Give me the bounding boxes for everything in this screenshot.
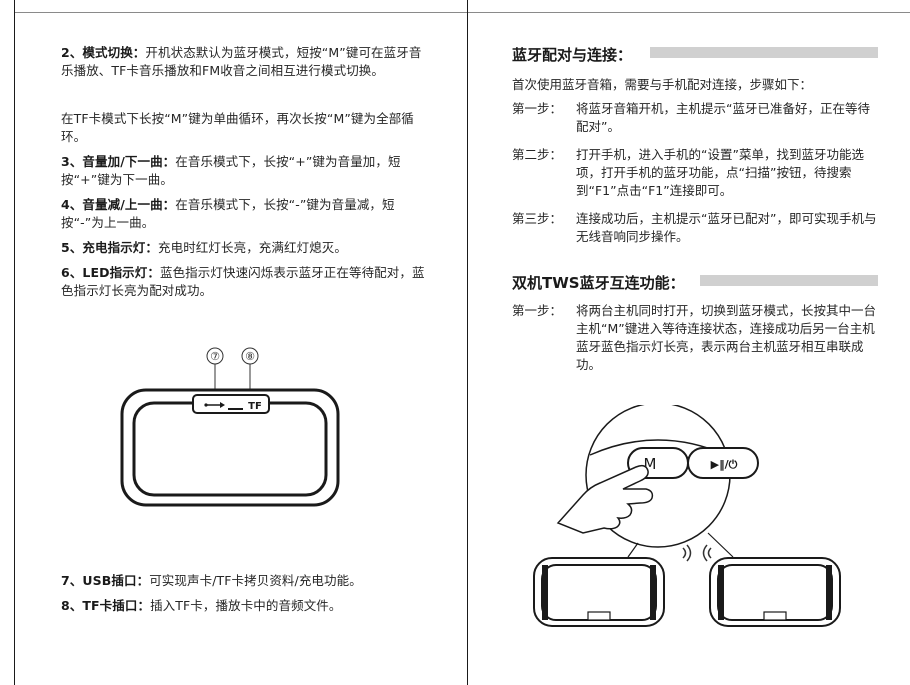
tws-heading-bar — [700, 275, 878, 286]
top-rule — [14, 12, 910, 13]
step-text: 打开手机，进入手机的“设置”菜单，找到蓝牙功能选项，打开手机的蓝牙功能，点“扫描… — [576, 147, 864, 198]
led-indicator-item: 6、LED指示灯：蓝色指示灯快速闪烁表示蓝牙正在等待配对，蓝色指示灯长亮为配对成… — [61, 264, 431, 300]
item-text: 在TF卡模式下长按“M”键为单曲循环，再次长按“M”键为全部循环。 — [61, 111, 414, 144]
play-power-button-label: ▶‖/⏻ — [711, 458, 738, 471]
left-page: 2、模式切换：开机状态默认为蓝牙模式，短按“M”键可在蓝牙音乐播放、TF卡音乐播… — [61, 44, 431, 615]
wireless-signal-icon — [682, 544, 712, 562]
item-title: 7、USB插口： — [61, 573, 150, 588]
tws-heading: 双机TWS蓝牙互连功能： — [512, 274, 685, 292]
usb-port-item: 7、USB插口：可实现声卡/TF卡拷贝资料/充电功能。 — [61, 572, 431, 590]
callout-7: ⑦ — [210, 350, 220, 363]
step-label: 第一步： — [512, 303, 563, 318]
loop-mode-item: 在TF卡模式下长按“M”键为单曲循环，再次长按“M”键为全部循环。 — [61, 110, 431, 146]
item-text: 可实现声卡/TF卡拷贝资料/充电功能。 — [149, 573, 362, 588]
item-title: 8、TF卡插口： — [61, 598, 151, 613]
step-label: 第一步： — [512, 101, 563, 116]
tws-step-1: 第一步： 将两台主机同时打开，切换到蓝牙模式，长按其中一台主机“M”键进入等待连… — [512, 302, 882, 374]
callout-8: ⑧ — [245, 350, 255, 363]
step-label: 第二步： — [512, 147, 563, 162]
pairing-heading-bar — [650, 47, 878, 58]
item-title: 5、充电指示灯： — [61, 240, 158, 255]
item-text: 开机状态默认为蓝牙模式，短按“M”键可在蓝牙音乐播放、TF卡音乐播放和FM收音之… — [61, 45, 422, 78]
step-text: 将两台主机同时打开，切换到蓝牙模式，长按其中一台主机“M”键进入等待连接状态，连… — [576, 303, 877, 372]
step-label: 第三步： — [512, 211, 563, 226]
volume-down-item: 4、音量减/上一曲：在音乐模式下，长按“-”键为音量减，短按“-”为上一曲。 — [61, 196, 431, 232]
pairing-step-1: 第一步： 将蓝牙音箱开机，主机提示“蓝牙已准备好，正在等待配对”。 — [512, 100, 882, 136]
item-title: 3、音量加/下一曲： — [61, 154, 176, 169]
volume-up-item: 3、音量加/下一曲：在音乐模式下，长按“+”键为音量加，短按“+”键为下一曲。 — [61, 153, 431, 189]
item-text: 插入TF卡，播放卡中的音频文件。 — [150, 598, 342, 613]
pairing-step-3: 第三步： 连接成功后，主机提示“蓝牙已配对”，即可实现手机与无线音响同步操作。 — [512, 210, 882, 246]
pressing-hand — [556, 464, 654, 534]
pairing-intro: 首次使用蓝牙音箱，需要与手机配对连接，步骤如下： — [512, 77, 813, 92]
right-page: 蓝牙配对与连接： 首次使用蓝牙音箱，需要与手机配对连接，步骤如下： 第一步： 将… — [468, 0, 910, 685]
page-divider — [467, 0, 468, 685]
item-title: 4、音量减/上一曲： — [61, 197, 176, 212]
usb-icon — [204, 402, 225, 408]
pairing-heading: 蓝牙配对与连接： — [512, 46, 633, 64]
tf-port-label: TF — [248, 401, 262, 412]
mode-switch-item: 2、模式切换：开机状态默认为蓝牙模式，短按“M”键可在蓝牙音乐播放、TF卡音乐播… — [61, 44, 431, 80]
charge-indicator-item: 5、充电指示灯：充电时红灯长亮，充满红灯熄灭。 — [61, 239, 431, 257]
step-text: 将蓝牙音箱开机，主机提示“蓝牙已准备好，正在等待配对”。 — [576, 101, 870, 134]
step-text: 连接成功后，主机提示“蓝牙已配对”，即可实现手机与无线音响同步操作。 — [576, 211, 877, 244]
item-text: 在音乐模式下，长按“-”键为音量减，短按“-”为上一曲。 — [61, 197, 395, 230]
pairing-step-2: 第二步： 打开手机，进入手机的“设置”菜单，找到蓝牙功能选项，打开手机的蓝牙功能… — [512, 146, 882, 200]
item-text: 充电时红灯长亮，充满红灯熄灭。 — [158, 240, 348, 255]
tf-port-item: 8、TF卡插口：插入TF卡，播放卡中的音频文件。 — [61, 597, 431, 615]
item-text: 蓝色指示灯快速闪烁表示蓝牙正在等待配对，蓝色指示灯长亮为配对成功。 — [61, 265, 425, 298]
item-text: 在音乐模式下，长按“+”键为音量加，短按“+”键为下一曲。 — [61, 154, 401, 187]
left-edge-rule — [14, 0, 15, 685]
play-power-button — [687, 447, 759, 479]
item-title: 2、模式切换： — [61, 45, 146, 60]
speaker-ports-figure: ⑦ ⑧ TF — [120, 347, 340, 507]
item-title: 6、LED指示灯： — [61, 265, 160, 280]
tws-illustration: M ▶‖/⏻ — [533, 405, 841, 627]
